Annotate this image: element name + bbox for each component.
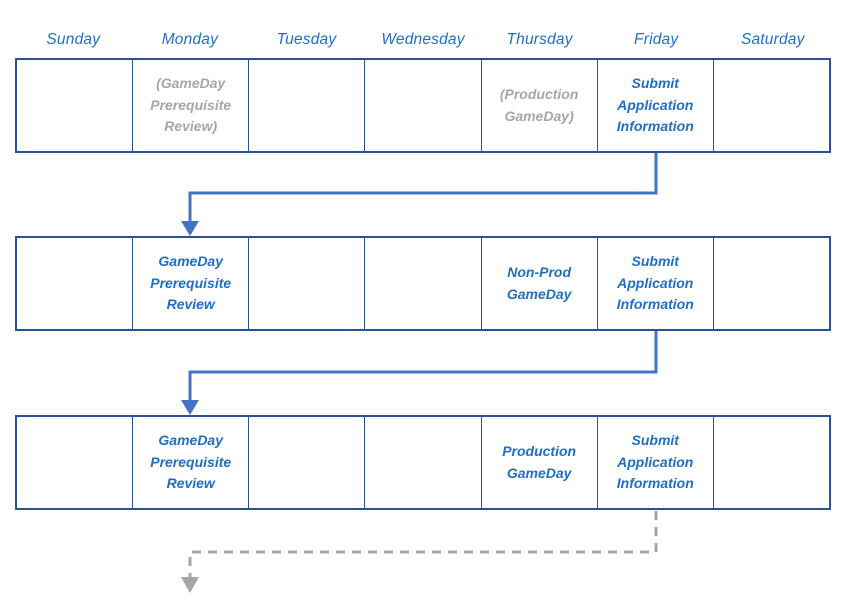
week1-cell-wednesday[interactable] bbox=[365, 60, 482, 151]
cell-text: Production GameDay bbox=[502, 442, 577, 481]
weekday-label: Monday bbox=[161, 31, 219, 48]
weekday-header-row: Sunday Monday Tuesday Wednesday Thursday… bbox=[15, 26, 831, 54]
week3-cell-tuesday[interactable] bbox=[249, 417, 366, 508]
week2-cell-thursday[interactable]: Non-Prod GameDay bbox=[482, 238, 598, 329]
weekday-label: Wednesday bbox=[381, 31, 465, 48]
week2-cell-saturday[interactable] bbox=[714, 238, 829, 329]
cell-text: (Production GameDay) bbox=[499, 85, 579, 124]
weekday-header-tuesday: Tuesday bbox=[248, 26, 365, 54]
week-row-2: GameDay Prerequisite Review Non-Prod Gam… bbox=[15, 236, 831, 331]
week2-cell-wednesday[interactable] bbox=[365, 238, 482, 329]
weekday-header-thursday: Thursday bbox=[481, 26, 598, 54]
cell-text: (GameDay Prerequisite Review) bbox=[150, 74, 232, 135]
cell-text: Non-Prod GameDay bbox=[506, 263, 572, 302]
weekday-label: Sunday bbox=[46, 31, 101, 48]
cell-text: GameDay Prerequisite Review bbox=[150, 252, 232, 313]
connector-week2-friday-to-week3-monday bbox=[181, 331, 658, 415]
weekday-label: Tuesday bbox=[276, 31, 337, 48]
week3-cell-thursday[interactable]: Production GameDay bbox=[482, 417, 598, 508]
cell-text: GameDay Prerequisite Review bbox=[150, 431, 232, 492]
cell-text: Submit Application Information bbox=[616, 431, 694, 492]
weekday-header-friday: Friday bbox=[598, 26, 715, 54]
week1-cell-thursday[interactable]: (Production GameDay) bbox=[482, 60, 598, 151]
week3-cell-sunday[interactable] bbox=[17, 417, 134, 508]
week-row-1: (GameDay Prerequisite Review) (Productio… bbox=[15, 58, 831, 153]
connector-week1-friday-to-week2-monday bbox=[181, 153, 658, 236]
week-row-3: GameDay Prerequisite Review Production G… bbox=[15, 415, 831, 510]
cell-text: Submit Application Information bbox=[616, 252, 694, 313]
weekday-header-monday: Monday bbox=[132, 26, 249, 54]
connector-week3-friday-to-next-cycle bbox=[181, 511, 658, 593]
week1-cell-monday[interactable]: (GameDay Prerequisite Review) bbox=[133, 60, 250, 151]
week1-cell-sunday[interactable] bbox=[17, 60, 134, 151]
week2-cell-monday[interactable]: GameDay Prerequisite Review bbox=[133, 238, 250, 329]
cell-text: Submit Application Information bbox=[616, 74, 694, 135]
week2-cell-friday[interactable]: Submit Application Information bbox=[598, 238, 714, 329]
week3-cell-saturday[interactable] bbox=[714, 417, 829, 508]
week1-cell-saturday[interactable] bbox=[714, 60, 829, 151]
weekday-label: Saturday bbox=[740, 31, 805, 48]
weekday-header-wednesday: Wednesday bbox=[365, 26, 482, 54]
week3-cell-wednesday[interactable] bbox=[365, 417, 482, 508]
weekday-header-saturday: Saturday bbox=[714, 26, 831, 54]
weekday-label: Friday bbox=[634, 31, 679, 48]
week1-cell-tuesday[interactable] bbox=[249, 60, 366, 151]
week2-cell-sunday[interactable] bbox=[17, 238, 134, 329]
weekday-header-sunday: Sunday bbox=[15, 26, 132, 54]
week3-cell-monday[interactable]: GameDay Prerequisite Review bbox=[133, 417, 250, 508]
weekday-label: Thursday bbox=[506, 31, 573, 48]
week2-cell-tuesday[interactable] bbox=[249, 238, 366, 329]
week1-cell-friday[interactable]: Submit Application Information bbox=[598, 60, 714, 151]
week3-cell-friday[interactable]: Submit Application Information bbox=[598, 417, 714, 508]
